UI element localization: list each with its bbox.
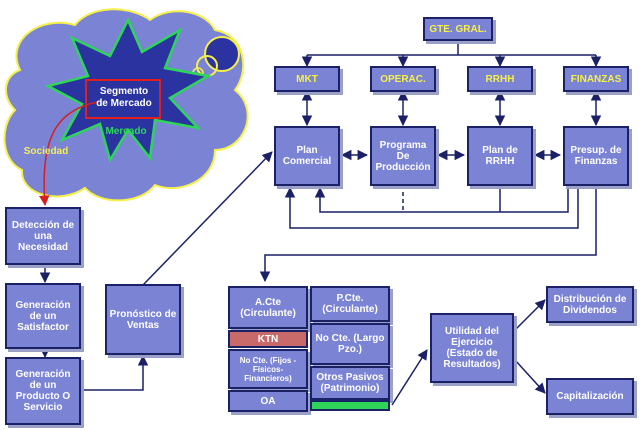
capitalizacion-label: Capitalización	[556, 391, 624, 402]
market-label: Mercado	[105, 126, 147, 137]
otros-pasivos-label: Otros Pasivos (Patrimonio)	[316, 372, 384, 394]
segment-to-need-arrow	[39, 101, 99, 207]
pasivo-circulante-cell: P.Cte. (Circulante)	[310, 286, 390, 322]
deteccion-box: Detección de una Necesidad	[5, 207, 81, 265]
otros-pasivos-cell: Otros Pasivos (Patrimonio)	[310, 366, 390, 400]
distribucion-dividendos-box: Distribución de Dividendos	[546, 286, 634, 323]
capitalizacion-box: Capitalización	[546, 378, 634, 415]
product-to-forecast-arrow	[82, 354, 149, 391]
pronostico-box: Pronóstico de Ventas	[105, 284, 181, 355]
generacion-producto-label: Generación de un Producto O Servicio	[15, 369, 71, 413]
programa-produccion-label: Programa De Producción	[375, 139, 431, 173]
programa-produccion-box: Programa De Producción	[370, 126, 436, 186]
mkt-box: MKT	[274, 66, 340, 92]
oa-label: OA	[260, 395, 276, 407]
gte-gral-label: GTE. GRAL.	[429, 23, 487, 35]
balance-to-utility-arrow	[391, 349, 428, 406]
segment-label: Segmento de Mercado	[96, 86, 152, 109]
utilidad-label: Utilidad del Ejercicio (Estado de Result…	[443, 326, 501, 370]
no-cte-largo-label: No Cte. (Largo Pzo.)	[315, 333, 385, 355]
gte-gral-box: GTE. GRAL.	[423, 17, 493, 41]
plan-rrhh-label: Plan de RRHH	[482, 145, 518, 167]
green-bar	[310, 400, 390, 411]
pronostico-label: Pronóstico de Ventas	[109, 308, 177, 331]
pasivo-circulante-label: P.Cte. (Circulante)	[322, 293, 378, 315]
plan-comercial-box: Plan Comercial	[274, 126, 340, 186]
presup-finanzas-label: Presup. de Finanzas	[570, 145, 622, 167]
rrhh-box: RRHH	[467, 66, 533, 92]
no-cte-largo-cell: No Cte. (Largo Pzo.)	[310, 323, 390, 365]
finanzas-box: FINANZAS	[563, 66, 629, 92]
society-label: Sociedad	[23, 146, 69, 157]
distribucion-dividendos-label: Distribución de Dividendos	[553, 293, 627, 316]
operac-label: OPERAC.	[380, 73, 426, 85]
plan-rrhh-box: Plan de RRHH	[467, 126, 533, 186]
segment-box	[85, 79, 161, 119]
presup-finanzas-box: Presup. de Finanzas	[563, 126, 629, 186]
finanzas-label: FINANZAS	[570, 73, 622, 85]
ktn-cell: KTN	[228, 330, 308, 348]
activo-circulante-label: A.Cte (Circulante)	[240, 296, 296, 319]
utility-to-dividends-arrow	[514, 299, 546, 331]
generacion-producto-box: Generación de un Producto O Servicio	[5, 357, 81, 425]
operac-box: OPERAC.	[370, 66, 436, 92]
activo-circulante-cell: A.Cte (Circulante)	[228, 286, 308, 329]
forecast-to-plan-arrow	[142, 151, 273, 286]
no-cte-fijos-label: No Cte. (Fijos - Físicos-Financieros)	[239, 355, 297, 383]
rrhh-label: RRHH	[485, 73, 515, 85]
oa-cell: OA	[228, 390, 308, 412]
presup-to-rrhh-loop	[314, 185, 569, 213]
presup-to-plan-loop	[284, 185, 579, 229]
generacion-satisfactor-box: Generación de un Satisfactor	[5, 283, 81, 349]
mkt-label: MKT	[296, 73, 318, 85]
no-cte-fijos-cell: No Cte. (Fijos - Físicos-Financieros)	[228, 349, 308, 389]
utilidad-box: Utilidad del Ejercicio (Estado de Result…	[430, 313, 514, 383]
utility-to-capitalization-arrow	[514, 359, 546, 394]
ktn-label: KTN	[257, 333, 279, 345]
presup-to-balance-arrow	[259, 185, 597, 283]
generacion-satisfactor-label: Generación de un Satisfactor	[15, 299, 71, 333]
thought-bubbles	[192, 36, 240, 79]
gte-hierarchy-line	[307, 40, 596, 56]
deteccion-label: Detección de una Necesidad	[11, 219, 75, 253]
plan-comercial-label: Plan Comercial	[282, 145, 332, 167]
